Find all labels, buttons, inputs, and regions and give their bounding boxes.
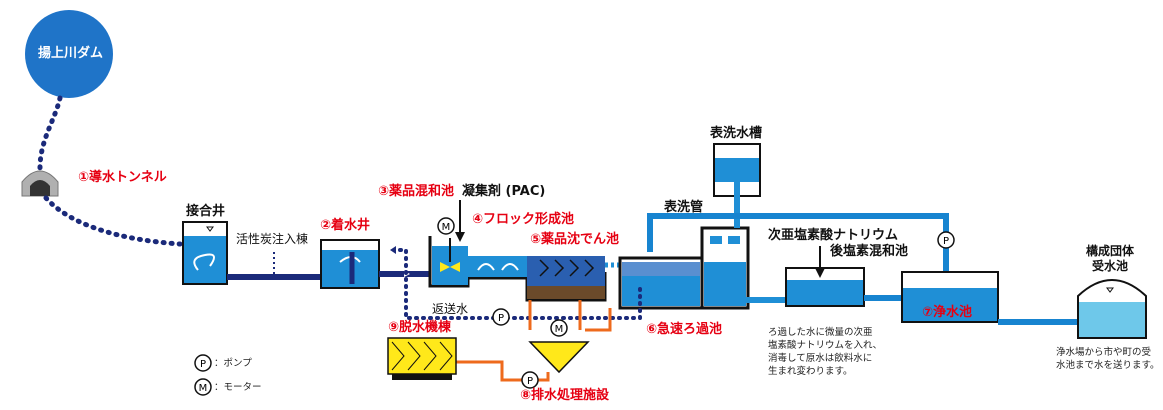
carbon-label: 活性炭注入棟 [236, 232, 309, 246]
return-water-label: 返送水 [432, 302, 469, 316]
clear-well-water [903, 288, 997, 321]
legend-motor-icon [194, 378, 212, 396]
settle-plates [539, 259, 595, 277]
svg-text:P: P [200, 359, 206, 370]
chakusui-label: ②着水井 [320, 218, 371, 233]
filter-water [622, 276, 700, 306]
receiver-water [1079, 302, 1145, 337]
raw-water-line-2 [43, 195, 183, 247]
treatment-basin-outline [428, 236, 607, 302]
backwash-tank-label: 表洗水槽 [710, 126, 763, 141]
settle-label: ⑤薬品沈でん池 [530, 232, 620, 247]
backwash-water [715, 158, 759, 182]
mix-label: ③薬品混和池 [378, 184, 455, 199]
raw-water-line-1 [37, 95, 63, 171]
setsugoi-water [184, 236, 226, 283]
return-pump-icon [492, 308, 510, 326]
delivery-note: 浄水場から市や町の受 水池まで水を送ります。 [1056, 347, 1160, 371]
dewater-machine [387, 337, 457, 375]
backwash-pipe-label: 表洗管 [664, 200, 704, 215]
legend-pump-text: ：ポンプ [214, 358, 252, 369]
drain-line [578, 300, 612, 332]
floc-water [468, 256, 527, 277]
dam-circle [25, 10, 113, 98]
tunnel-label: ①導水トンネル [78, 170, 167, 185]
settle-water [527, 256, 605, 286]
hypochlorite-label: 次亜塩素酸ナトリウム [768, 228, 899, 243]
floc-label: ④フロック形成池 [472, 212, 575, 227]
setsugoi-label: 接合井 [186, 204, 226, 219]
water-level-marker [206, 226, 214, 232]
flow-swirl [193, 253, 215, 271]
svg-text:M: M [442, 222, 451, 233]
coagulant-label: 凝集剤 (PAC) [462, 184, 546, 199]
dewater-label: ⑨脱水機棟 [388, 320, 452, 335]
svg-text:P: P [527, 376, 533, 387]
thickener-tank [528, 341, 590, 374]
tunnel-opening [30, 180, 50, 196]
svg-text:M: M [199, 383, 208, 394]
dam-label: 揚上川ダム [38, 46, 104, 61]
svg-text:P: P [498, 313, 504, 324]
drain-pump-icon [521, 371, 539, 389]
motor-icon [550, 319, 568, 337]
chlorine-note: ろ過した水に微量の次亜 塩素酸ナトリウムを入れ、 消毒して原水は飲料水に 生まれ… [768, 327, 883, 377]
receiver-label: 構成団体 受水池 [1086, 244, 1135, 273]
sludge-to-dewater [456, 360, 550, 382]
pump-icon [937, 231, 955, 249]
pipe-to-post-chlorine [727, 280, 786, 303]
svg-text:P: P [943, 236, 949, 247]
floc-swirls [477, 263, 519, 271]
post-chlorine-water [787, 280, 863, 305]
mix-motor-icon [437, 217, 455, 235]
filter-media [622, 262, 700, 276]
drain-label: ⑧排水処理施設 [520, 388, 610, 403]
rapid-filter-label: ⑥急速ろ過池 [646, 322, 723, 337]
legend-motor-text: ：モーター [214, 382, 262, 393]
svg-text:M: M [555, 324, 564, 335]
legend-pump-icon [194, 354, 212, 372]
sludge-layer [527, 286, 605, 299]
clear-well-label: ⑦浄水池 [922, 305, 973, 320]
post-chlorine-label: 後塩素混和池 [830, 244, 909, 259]
